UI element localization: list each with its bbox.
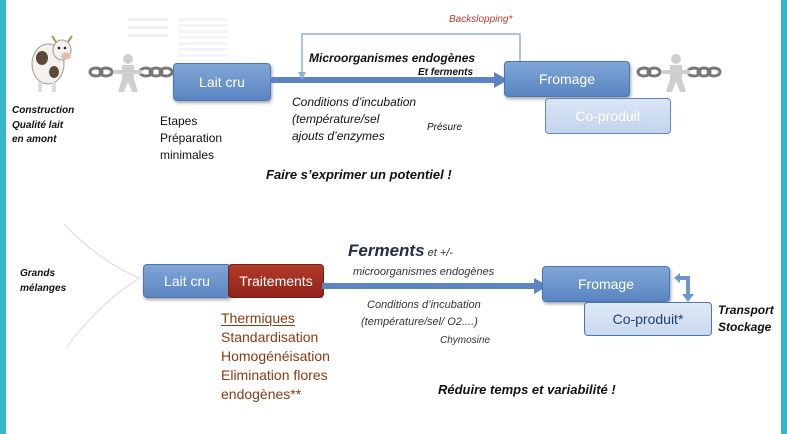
top-coproduit-label: Co-produit (575, 108, 641, 124)
bottom-microorganismes-label: microorganismes endogènes (353, 266, 495, 278)
bottom-conditions-text: Conditions d’incubation(température/sel/… (361, 299, 481, 328)
chymosine-label: Chymosine (440, 335, 491, 346)
bottom-process-arrow (322, 278, 548, 294)
traitement-item: Thermiques (221, 310, 295, 326)
top-lait-cru-label: Lait cru (199, 74, 245, 90)
bottom-slogan: Réduire temps et variabilité ! (438, 382, 616, 397)
traitements-label: Traitements (239, 273, 313, 289)
backslopping-label: Backslopping* (449, 14, 513, 25)
traitement-item: endogènes** (221, 385, 302, 402)
backslopping-loop-arrow (298, 33, 521, 80)
top-microorganismes-label: Microorganismes endogènes (309, 51, 476, 65)
bottom-lait-cru-label: Lait cru (164, 273, 210, 289)
bottom-fromage-label: Fromage (577, 276, 635, 292)
ferments-heading: Ferments et +/- (348, 241, 453, 260)
faded-document-image (128, 14, 232, 58)
traitements-list: Thermiques Standardisation Homogénéisati… (221, 309, 330, 403)
traitement-item: Standardisation (221, 328, 319, 345)
presure-label: Présure (427, 122, 463, 133)
bottom-lait-cru-box: Lait cru (143, 264, 231, 298)
traitement-item: Elimination flores (221, 366, 328, 383)
bottom-coproduit-label: Co-produit* (612, 311, 684, 327)
bottom-coproduit-box: Co-produit* (584, 302, 712, 336)
top-slogan: Faire s’exprimer un potentiel ! (266, 167, 452, 182)
chain-figure-icon (88, 54, 174, 92)
decorative-curve (63, 223, 142, 349)
top-coproduit-box: Co-produit (545, 98, 671, 134)
top-et-ferments-label: Et ferments (418, 67, 474, 78)
traitements-box: Traitements (228, 264, 324, 298)
loop-arrow-icon (674, 273, 694, 302)
top-fromage-label: Fromage (538, 71, 596, 87)
chain-figure-icon (636, 54, 722, 92)
cow-icon (31, 35, 73, 92)
top-lait-cru-box: Lait cru (173, 63, 271, 101)
traitement-item: Homogénéisation (221, 347, 330, 364)
bottom-fromage-box: Fromage (542, 266, 670, 302)
top-fromage-box: Fromage (504, 61, 630, 97)
top-process-arrow (270, 72, 508, 88)
